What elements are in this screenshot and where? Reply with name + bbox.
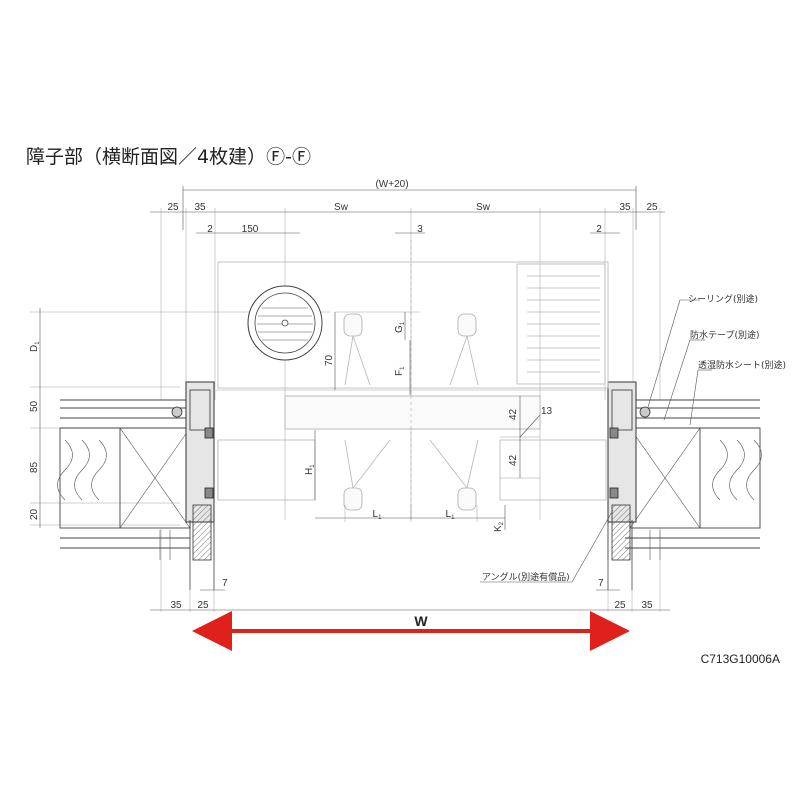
- left-sealing: [171, 406, 183, 418]
- dim-g1-sub: 1: [400, 321, 406, 325]
- dim-k2-sub: 2: [499, 521, 505, 525]
- dim-d1-main: D: [29, 345, 40, 352]
- note-sealing: シーリング(別途): [688, 293, 758, 305]
- drawing-code: C713G10006A: [701, 652, 780, 666]
- dim-l1a-sub: 1: [378, 515, 382, 521]
- dim-left-25: 25: [167, 202, 179, 213]
- round-vent-icon: [247, 285, 323, 361]
- dim-150: 150: [242, 224, 259, 235]
- dim-bottom-right-35: 35: [641, 600, 653, 611]
- dim-d1: D1: [29, 341, 41, 352]
- dim-k2: K2: [493, 521, 505, 532]
- dim-13: 13: [541, 406, 553, 417]
- dim-v50: 50: [29, 400, 40, 412]
- dim-l1b: L1: [446, 509, 456, 521]
- dim-42b: 42: [508, 454, 519, 466]
- left-wall: [57, 399, 191, 560]
- dim-left-2: 2: [207, 224, 213, 235]
- dim-l1a-main: L: [373, 509, 379, 520]
- handle-top-left: [343, 313, 371, 386]
- handle-bottom-left: [343, 439, 391, 511]
- dim-bottom-left-25: 25: [197, 600, 209, 611]
- bottom-dimension-lines: 7 7 35 25 25 35: [150, 528, 670, 612]
- dim-f1-sub: 1: [400, 366, 406, 370]
- dim-h1-main: H: [304, 468, 315, 475]
- ventilator-louver: [516, 263, 606, 385]
- handle-bottom-right: [429, 439, 479, 511]
- left-dimension-lines: D1 50 85 20: [29, 308, 330, 528]
- dim-v85: 85: [29, 461, 40, 473]
- dim-right-25: 25: [646, 202, 658, 213]
- dim-f1: F1: [394, 366, 406, 376]
- dim-l1a: L1: [373, 509, 383, 521]
- dim-left-35: 35: [194, 202, 206, 213]
- dim-overall: (W+20): [375, 179, 408, 190]
- note-waterproof-tape: 防水テープ(別途): [690, 329, 759, 341]
- right-frame: [607, 381, 651, 590]
- right-sealing: [639, 406, 651, 418]
- width-label: W: [414, 613, 428, 629]
- dim-right-35: 35: [619, 202, 631, 213]
- dim-42a: 42: [508, 408, 519, 420]
- top-dimension-lines: (W+20) 25 35 Sw Sw 35 25 2 150 3 2: [150, 179, 665, 520]
- dim-bottom-right-7: 7: [598, 578, 604, 589]
- dim-bottom-left-35: 35: [170, 600, 182, 611]
- dim-h1-sub: 1: [310, 464, 316, 468]
- left-frame: [171, 381, 215, 590]
- drawing-title: 障子部（横断面図／4枚建）Ⓕ-Ⓕ: [26, 146, 311, 168]
- dim-v20: 20: [29, 508, 40, 520]
- dim-l1b-sub: 1: [451, 515, 455, 521]
- dim-g1: G1: [394, 321, 406, 333]
- dim-sw-left: Sw: [334, 202, 349, 213]
- dim-center-3: 3: [417, 224, 423, 235]
- dim-bottom-left-7: 7: [222, 578, 228, 589]
- dim-h1: H1: [304, 464, 316, 475]
- dim-right-2: 2: [596, 224, 602, 235]
- dim-d1-sub: 1: [35, 341, 41, 345]
- note-moisture-sheet: 透湿防水シート(別途): [698, 359, 786, 371]
- dim-f1-main: F: [394, 370, 405, 376]
- dim-l1b-main: L: [446, 509, 452, 520]
- dim-g1-main: G: [394, 325, 405, 333]
- sash-area: [216, 240, 609, 520]
- internal-dimensions: 70 G1 F1 H1 42 42 13 L1 L1 K2: [304, 311, 553, 532]
- note-angle: アングル(別途有償品): [482, 571, 570, 583]
- width-arrow: W: [192, 611, 630, 651]
- dim-v70: 70: [324, 354, 335, 366]
- right-wall: [625, 399, 762, 560]
- right-angle: [611, 504, 631, 561]
- dim-k2-main: K: [493, 525, 504, 532]
- handle-top-right: [449, 313, 479, 386]
- dim-sw-right: Sw: [476, 202, 491, 213]
- dim-bottom-right-25: 25: [614, 600, 626, 611]
- left-angle: [192, 504, 212, 561]
- callouts: シーリング(別途) 防水テープ(別途) 透湿防水シート(別途) アングル(別途有…: [480, 293, 786, 583]
